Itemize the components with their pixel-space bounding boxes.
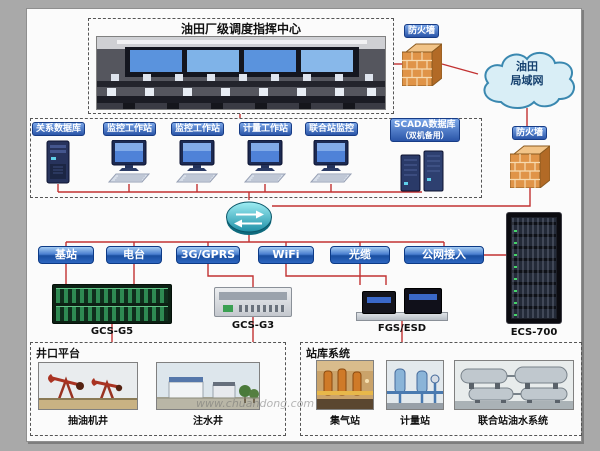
link-label-wifi: WiFi [258,246,314,264]
station-item-label-metering: 计量站 [400,416,430,427]
station-box [300,342,582,436]
router-icon [226,200,272,236]
pumping-well-photo [38,362,138,410]
link-label-radio: 电台 [106,246,162,264]
gcs-g5-module-row [56,306,168,321]
workstation-label-database: 关系数据库 [32,122,86,136]
scada-db-sublabel: （双机备用） [400,131,449,140]
ecs-700-slats [512,218,556,318]
wellhead-box [30,342,286,436]
control-center-box [88,18,394,114]
wellhead-title: 井口平台 [36,347,80,360]
database-server-icon [44,140,72,184]
firewall-icon [401,42,444,88]
workstations-box [30,118,482,198]
link-label-public-network: 公网接入 [404,246,484,264]
lan-cloud-label: 油田 局域网 [476,60,578,88]
lan-cloud-label-line2: 局域网 [510,74,544,87]
device-label-gcs-g3: GCS-G3 [231,320,275,331]
lan-cloud-icon [476,46,578,116]
watermark-text: www.chuandong.com [196,397,315,410]
link-label-3g-gprs: 3G/GPRS [176,246,240,264]
device-label-gcs-g5: GCS-G5 [90,326,134,337]
fgs-esd-base [356,312,448,321]
lan-cloud-label-line1: 油田 [516,60,538,73]
workstation-monitor-icon [107,139,151,184]
firewall-top-label: 防火墙 [404,24,440,38]
control-room-photo [96,36,386,110]
firewall-icon [509,144,552,190]
station-item-label-gas: 集气站 [330,416,360,427]
control-room-illustration [97,37,385,109]
ecs-700-leds [514,220,517,316]
gcs-g3-led [223,305,233,312]
control-center-title: 油田厂级调度指挥中心 [180,22,301,36]
ecs-700-cabinet [506,212,562,324]
gcs-g3-panel [219,292,287,300]
combined-station-photo [454,360,574,410]
workstation-label-monitoring-2: 监控工作站 [171,122,225,136]
injection-well-photo [156,362,260,410]
fgs-esd-display [409,294,437,300]
workstation-monitor-icon [175,139,219,184]
workstation-monitor-icon [309,139,353,184]
gcs-g5-device [52,284,172,324]
gcs-g5-module-row [56,288,168,303]
gas-gathering-photo [316,360,374,410]
wellhead-item-label-injection: 注水井 [193,416,223,427]
scada-server-icon [400,148,444,192]
device-label-ecs-700: ECS-700 [510,327,558,338]
metering-station-photo [386,360,444,410]
fgs-esd-device [356,285,448,321]
link-label-base-station: 基站 [38,246,94,264]
fgs-esd-unit [404,288,442,314]
workstation-label-combined-station: 联合站监控 [305,122,359,136]
scada-db-label: SCADA数据库 [394,120,456,130]
gcs-g3-terminal-slots [239,305,285,312]
workstation-label-scada-db: SCADA数据库 （双机备用） [390,118,460,142]
workstation-label-monitoring-1: 监控工作站 [103,122,157,136]
firewall-right-label: 防火墙 [512,126,548,140]
device-label-fgs-esd: FGS/ESD [377,323,427,334]
link-label-optical-cable: 光缆 [330,246,390,264]
fgs-esd-display [367,297,391,303]
workstation-monitor-icon [243,139,287,184]
wellhead-item-label-pumping: 抽油机井 [68,416,108,427]
station-title: 站库系统 [306,347,350,360]
ecs-700-modules [511,217,557,319]
gcs-g3-device [214,287,292,317]
station-item-label-combined: 联合站油水系统 [478,416,548,427]
workstation-label-metering: 计量工作站 [239,122,293,136]
fgs-esd-unit [362,291,396,314]
